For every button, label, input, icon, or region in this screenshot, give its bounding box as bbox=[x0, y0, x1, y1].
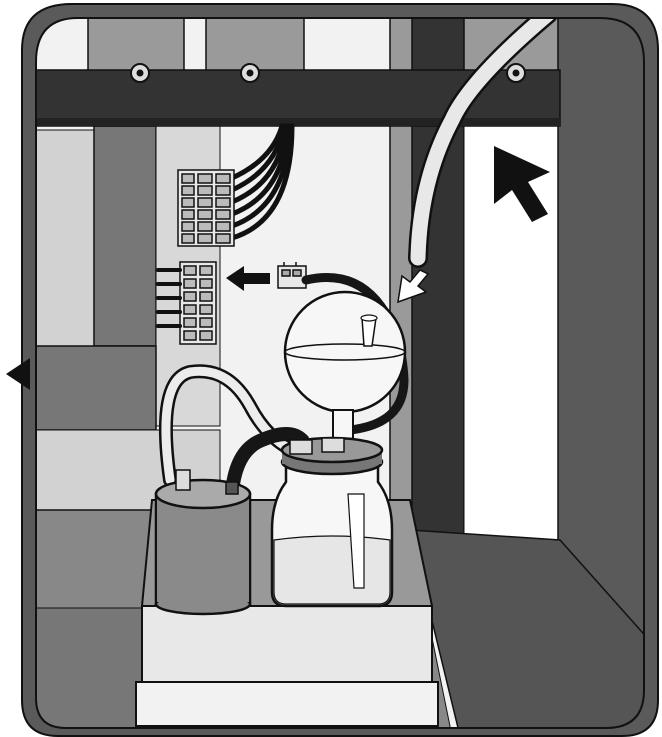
floor-strip bbox=[36, 607, 147, 728]
canister bbox=[154, 469, 252, 616]
left-column-dark bbox=[93, 125, 157, 347]
top-beam-bottom-edge bbox=[36, 118, 560, 126]
pedestal-front bbox=[141, 605, 433, 683]
floor-dark bbox=[409, 529, 644, 728]
arrow-to-vessel bbox=[397, 269, 430, 304]
arrow-large bbox=[494, 146, 550, 222]
connector-plug bbox=[277, 262, 307, 289]
bolt-2 bbox=[240, 63, 260, 83]
terminal-block-upper bbox=[177, 169, 235, 247]
terminal-block-lower bbox=[156, 261, 217, 345]
bolt-3 bbox=[506, 63, 526, 83]
left-lower-panel bbox=[36, 345, 157, 431]
pedestal-base bbox=[135, 681, 439, 727]
frame-inner-edge bbox=[35, 17, 645, 729]
left-column-light bbox=[36, 129, 97, 351]
arrow-to-terminal bbox=[226, 266, 270, 291]
collection-bottle bbox=[270, 436, 394, 608]
sphere-vessel bbox=[283, 290, 407, 414]
air-hose bbox=[410, 18, 556, 266]
bolt-1 bbox=[130, 63, 150, 83]
thin-cables bbox=[229, 123, 295, 241]
dark-hose bbox=[225, 427, 311, 499]
arrow-side-outer bbox=[6, 358, 30, 390]
